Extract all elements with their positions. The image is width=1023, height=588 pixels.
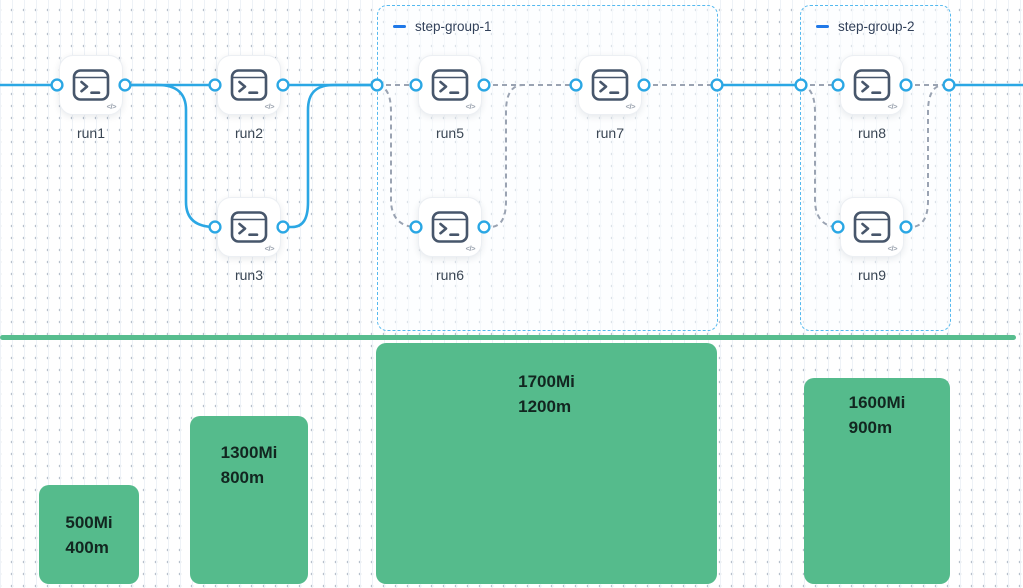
resource-bar-label: 1700Mi 1200m	[518, 369, 575, 419]
resource-bar-label: 500Mi 400m	[65, 510, 112, 560]
resource-bar: 1600Mi 900m	[804, 378, 950, 584]
edge-run1-to-run3	[125, 83, 216, 229]
node-port[interactable]	[477, 220, 491, 234]
resource-bar: 500Mi 400m	[39, 485, 139, 584]
terminal-icon	[230, 69, 268, 101]
task-node-run6[interactable]: </>	[418, 197, 482, 257]
code-icon: </>	[264, 102, 275, 111]
node-port[interactable]	[370, 78, 384, 92]
node-port[interactable]	[208, 78, 222, 92]
terminal-icon	[431, 69, 469, 101]
node-port[interactable]	[276, 78, 290, 92]
bar-memory-value: 500Mi	[65, 513, 113, 532]
bar-memory-value: 1700Mi	[518, 372, 575, 391]
node-label-run9: run9	[857, 267, 887, 283]
node-port[interactable]	[899, 78, 913, 92]
node-port[interactable]	[569, 78, 583, 92]
task-node-run3[interactable]: </>	[217, 197, 281, 257]
node-label-run7: run7	[595, 125, 625, 141]
resource-bar: 1700Mi 1200m	[376, 343, 717, 584]
node-label-run6: run6	[435, 267, 465, 283]
code-icon: </>	[887, 102, 898, 111]
terminal-icon	[853, 69, 891, 101]
resource-bar-label: 1600Mi 900m	[849, 390, 906, 440]
node-port[interactable]	[794, 78, 808, 92]
group-label: step-group-2	[816, 19, 915, 34]
node-port[interactable]	[276, 220, 290, 234]
code-icon: </>	[465, 244, 476, 253]
node-port[interactable]	[637, 78, 651, 92]
task-node-run9[interactable]: </>	[840, 197, 904, 257]
node-label-run3: run3	[234, 267, 264, 283]
node-port[interactable]	[409, 78, 423, 92]
code-icon: </>	[465, 102, 476, 111]
resource-bar-label: 1300Mi 800m	[221, 440, 278, 490]
group-label-text: step-group-1	[415, 19, 492, 34]
terminal-icon	[591, 69, 629, 101]
task-node-run8[interactable]: </>	[840, 55, 904, 115]
group-label: step-group-1	[393, 19, 492, 34]
code-icon: </>	[106, 102, 117, 111]
node-port[interactable]	[942, 78, 956, 92]
code-icon: </>	[887, 244, 898, 253]
node-label-run2: run2	[234, 125, 264, 141]
node-port[interactable]	[409, 220, 423, 234]
bar-memory-value: 1300Mi	[220, 443, 278, 462]
task-node-run2[interactable]: </>	[217, 55, 281, 115]
node-port[interactable]	[831, 78, 845, 92]
code-icon: </>	[264, 244, 275, 253]
bar-cpu-value: 800m	[220, 468, 265, 487]
task-node-run5[interactable]: </>	[418, 55, 482, 115]
group-label-text: step-group-2	[838, 19, 915, 34]
bar-cpu-value: 1200m	[518, 397, 572, 416]
node-label-run1: run1	[76, 125, 106, 141]
bar-memory-value: 1600Mi	[848, 393, 906, 412]
collapse-icon[interactable]	[393, 24, 406, 29]
edge-run3-to-step-group-1	[283, 83, 377, 229]
task-node-run7[interactable]: </>	[578, 55, 642, 115]
terminal-icon	[230, 211, 268, 243]
node-port[interactable]	[899, 220, 913, 234]
code-icon: </>	[625, 102, 636, 111]
node-port[interactable]	[710, 78, 724, 92]
bar-cpu-value: 400m	[65, 538, 109, 557]
node-label-run5: run5	[435, 125, 465, 141]
node-label-run8: run8	[857, 125, 887, 141]
bar-cpu-value: 900m	[848, 418, 893, 437]
terminal-icon	[431, 211, 469, 243]
terminal-icon	[853, 211, 891, 243]
node-port[interactable]	[831, 220, 845, 234]
node-port[interactable]	[118, 78, 132, 92]
stage-separator-line	[0, 335, 1016, 340]
node-port[interactable]	[477, 78, 491, 92]
task-node-run1[interactable]: </>	[59, 55, 123, 115]
collapse-icon[interactable]	[816, 24, 829, 29]
node-port[interactable]	[208, 220, 222, 234]
node-port[interactable]	[50, 78, 64, 92]
terminal-icon	[72, 69, 110, 101]
resource-bar: 1300Mi 800m	[190, 416, 308, 584]
